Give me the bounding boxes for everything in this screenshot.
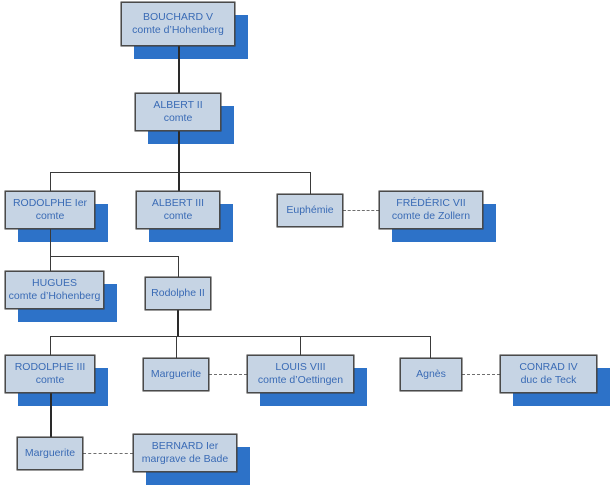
node-marguerite2[interactable]: Marguerite — [17, 437, 83, 470]
connector-down-albert3 — [178, 172, 180, 191]
node-label-secondary: comte — [35, 210, 65, 222]
connector-down-euphemie — [310, 172, 311, 194]
node-label-secondary: duc de Teck — [520, 374, 577, 386]
connector-albert2-down — [178, 131, 180, 173]
node-label-primary: HUGUES — [32, 277, 77, 289]
connector-down-marguerite1 — [176, 336, 177, 358]
node-label-primary: BOUCHARD V — [142, 11, 213, 23]
connector-euphemie-frederic7 — [343, 210, 379, 211]
connector-down-agnes — [430, 336, 431, 358]
node-label-secondary: margrave de Bade — [141, 453, 229, 465]
connector-agnes-conrad4 — [462, 374, 500, 375]
node-label-secondary: comte de Zollern — [391, 210, 471, 222]
connector-level3-bar — [50, 256, 179, 257]
node-label-primary: ALBERT II — [153, 99, 203, 111]
node-label-primary: ALBERT III — [151, 197, 205, 209]
connector-level4-bar — [50, 336, 431, 337]
node-marguerite1[interactable]: Marguerite — [143, 358, 209, 391]
connector-bouchard5-albert2 — [178, 46, 180, 93]
connector-down-rodolphe3 — [50, 336, 51, 355]
node-label-primary: RODOLPHE III — [14, 361, 86, 373]
node-label-primary: Agnès — [416, 368, 446, 380]
node-label-secondary: comte — [163, 112, 193, 124]
node-label-secondary: comte — [35, 374, 65, 386]
connector-down-rodolphe1 — [50, 172, 51, 191]
connector-level2-bar — [50, 172, 311, 173]
node-euphemie[interactable]: Euphémie — [277, 194, 343, 227]
node-label-secondary: comte d’Oettingen — [257, 374, 344, 386]
node-agnes[interactable]: Agnès — [400, 358, 462, 391]
connector-rodolphe1-down — [50, 229, 51, 257]
node-label-primary: Rodolphe II — [151, 287, 205, 299]
connector-rodolphe2-down — [177, 310, 179, 337]
node-label-primary: BERNARD Ier — [151, 440, 219, 452]
connector-down-hugues — [50, 256, 51, 271]
node-label-primary: LOUIS VIII — [275, 361, 326, 373]
connector-down-rodolphe2 — [178, 256, 179, 277]
node-label-secondary: comte d’Hohenberg — [8, 290, 101, 302]
node-label-primary: FRÉDÉRIC VII — [396, 197, 466, 209]
connector-marguerite1-louis8 — [209, 374, 247, 375]
connector-down-louis8 — [300, 336, 301, 355]
node-label-secondary: comte d’Hohenberg — [132, 24, 224, 36]
node-label-secondary: comte — [163, 210, 193, 222]
node-label-primary: Marguerite — [24, 447, 76, 459]
node-rodolphe2[interactable]: Rodolphe II — [145, 277, 211, 310]
connector-marguerite2-bernard1 — [83, 453, 133, 454]
connector-rodolphe3-marguerite2 — [50, 393, 52, 437]
node-label-primary: CONRAD IV — [519, 361, 578, 373]
node-label-primary: Euphémie — [286, 204, 334, 216]
node-label-primary: Marguerite — [150, 368, 202, 380]
node-label-primary: RODOLPHE Ier — [12, 197, 88, 209]
